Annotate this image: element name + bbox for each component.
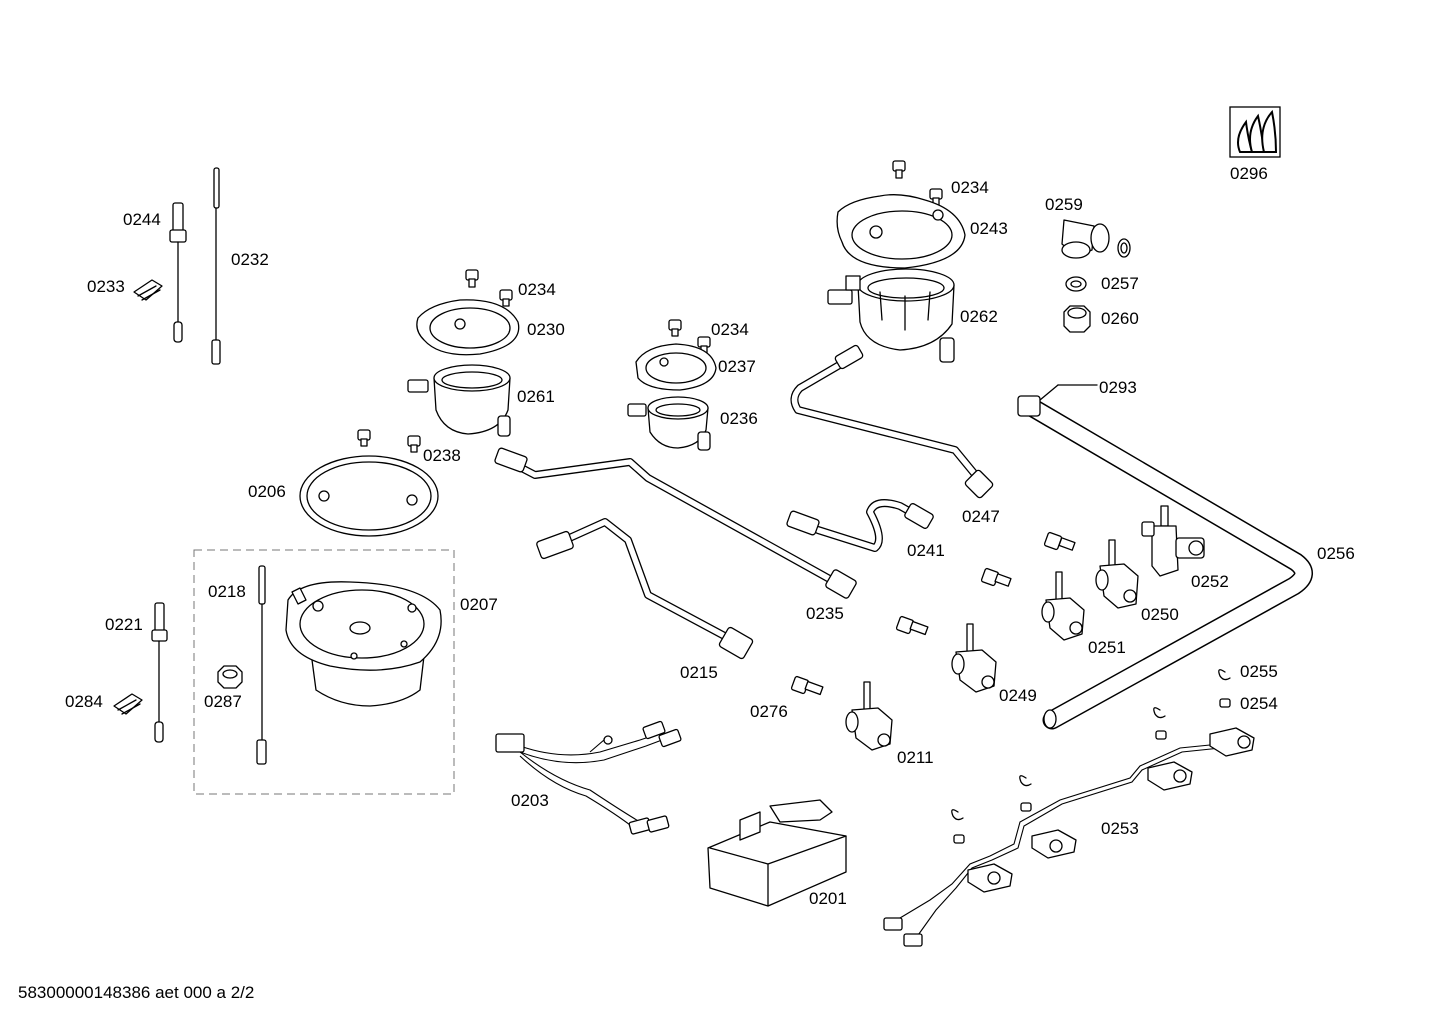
label-0254: 0254: [1240, 694, 1278, 713]
clip-icon: [951, 669, 1231, 821]
gas-pipe-0235: [494, 447, 857, 599]
label-0221: 0221: [105, 615, 143, 634]
label-0237: 0237: [718, 357, 756, 376]
burner-body-0236: [627, 396, 711, 451]
label-0251: 0251: [1088, 638, 1126, 657]
label-0296: 0296: [1230, 164, 1268, 183]
thermocouple-0244: [169, 202, 187, 343]
label-0244: 0244: [123, 210, 161, 229]
label-0234: 0234: [518, 280, 556, 299]
label-0256: 0256: [1317, 544, 1355, 563]
label-0232: 0232: [231, 250, 269, 269]
spark-generator-0201: [707, 799, 847, 907]
label-0260: 0260: [1101, 309, 1139, 328]
label-0243: 0243: [970, 219, 1008, 238]
screw-icon: [892, 160, 943, 207]
label-0230: 0230: [527, 320, 565, 339]
label-0250: 0250: [1141, 605, 1179, 624]
ignition-electrode-0232: [211, 167, 221, 365]
label-0234: 0234: [711, 320, 749, 339]
gasket-0206: [299, 455, 439, 537]
label-0252: 0252: [1191, 572, 1229, 591]
label-0253: 0253: [1101, 819, 1139, 838]
label-0235: 0235: [806, 604, 844, 623]
screw-icon: [357, 429, 421, 453]
gas-pipe-0241: [786, 499, 934, 552]
label-0215: 0215: [680, 663, 718, 682]
nut-0260: [1063, 305, 1091, 333]
label-0206: 0206: [248, 482, 286, 501]
label-0284: 0284: [65, 692, 103, 711]
ignition-electrode-0218: [256, 565, 267, 765]
wiring-harness-0203: [495, 720, 682, 835]
flame-icon: [1229, 106, 1281, 158]
elbow-fitting-0259: [1061, 219, 1131, 259]
gasket-0237: [635, 343, 717, 391]
assembly-group-box: [193, 549, 455, 795]
gas-pipe-0215: [536, 518, 754, 660]
burner-base-0207: [285, 581, 442, 707]
label-0236: 0236: [720, 409, 758, 428]
clip-0233: [133, 279, 163, 301]
gas-manifold-pipe: [1017, 395, 1313, 730]
label-0201: 0201: [809, 889, 847, 908]
label-0247: 0247: [962, 507, 1000, 526]
label-0207: 0207: [460, 595, 498, 614]
label-0255: 0255: [1240, 662, 1278, 681]
label-0203: 0203: [511, 791, 549, 810]
gas-valve-0249: [951, 623, 997, 693]
clip-0284: [113, 693, 143, 715]
label-0261: 0261: [517, 387, 555, 406]
label-0218: 0218: [208, 582, 246, 601]
gas-valve-0250: [1095, 539, 1139, 609]
part-labels: 0296 0234 0243 0259 0257 0260 0262 0244 …: [18, 164, 1355, 1002]
label-0287: 0287: [204, 692, 242, 711]
gas-valve-0211: [845, 681, 893, 751]
label-0262: 0262: [960, 307, 998, 326]
ignition-harness-0253: [883, 727, 1255, 947]
gas-pipe-0247: [790, 344, 994, 499]
label-0293: 0293: [1099, 378, 1137, 397]
burner-body-0261: [407, 364, 511, 437]
nut-icon: [953, 698, 1231, 844]
document-footer: 58300000148386 aet 000 a 2/2: [18, 983, 254, 1002]
gasket-0230: [416, 299, 520, 356]
injector-screw-icon: [790, 531, 1076, 696]
thermocouple-0221: [151, 602, 168, 743]
gas-valve-0252: [1141, 505, 1205, 577]
label-0249: 0249: [999, 686, 1037, 705]
label-0238: 0238: [423, 446, 461, 465]
leader-lines: [1039, 384, 1098, 401]
washer-0257: [1065, 276, 1087, 292]
gasket-0243: [836, 194, 966, 269]
burner-body-0262: [827, 268, 955, 363]
label-0234: 0234: [951, 178, 989, 197]
label-0233: 0233: [87, 277, 125, 296]
nut-0287: [217, 665, 243, 689]
screw-icon: [465, 269, 711, 354]
label-0257: 0257: [1101, 274, 1139, 293]
label-0259: 0259: [1045, 195, 1083, 214]
label-0241: 0241: [907, 541, 945, 560]
label-0276: 0276: [750, 702, 788, 721]
gas-valve-0251: [1041, 571, 1085, 641]
label-0211: 0211: [897, 748, 934, 767]
